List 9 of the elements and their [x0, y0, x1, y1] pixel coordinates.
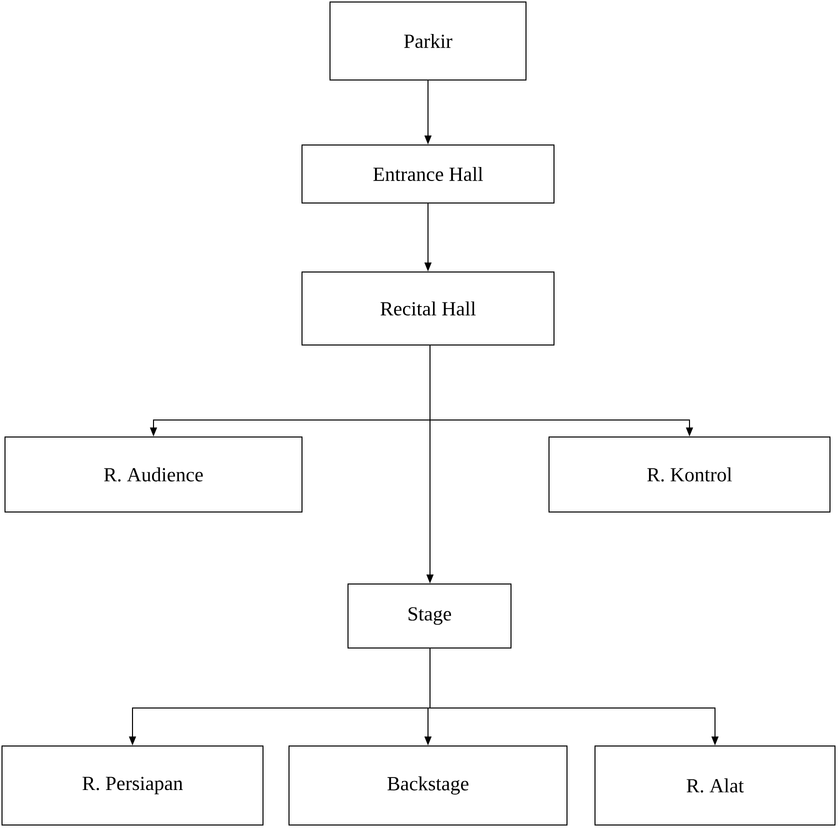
room-box: R. Persiapan [2, 746, 264, 826]
room-box: Stage [348, 584, 512, 648]
room-box: Parkir [330, 2, 526, 80]
room-box: R. Audience [4, 436, 302, 512]
room-box: Recital Hall [302, 272, 554, 346]
room-box: Backstage [288, 746, 568, 826]
room-box: R. Kontrol [548, 436, 830, 512]
room-box: Entrance Hall [302, 144, 554, 204]
room-box: R. Alat [594, 746, 836, 826]
